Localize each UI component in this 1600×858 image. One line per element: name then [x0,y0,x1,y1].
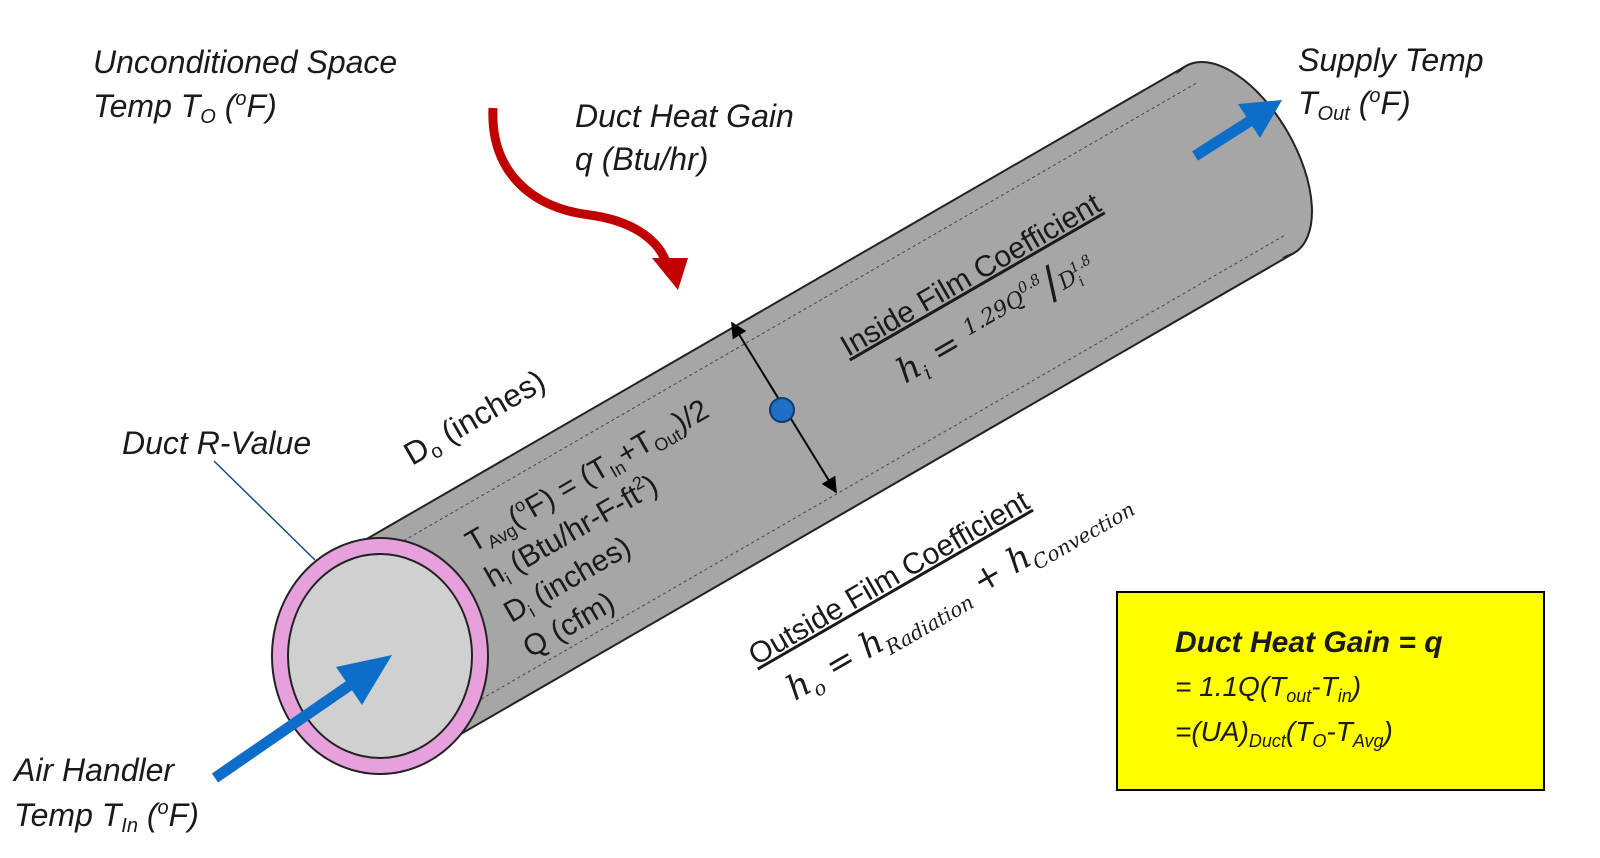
inlet-air-arrow [211,655,392,783]
heat-gain-label: Duct Heat Gain [575,98,794,134]
unconditioned-temp-label: Temp TO (oF) [93,88,277,128]
formula-box: Duct Heat Gain = q = 1.1Q(Tout-Tin) =(UA… [1116,591,1545,791]
air-handler-label: Air Handler [12,752,175,788]
supply-temp-symbol-label: TOut (oF) [1298,85,1411,125]
rvalue-leader-line [213,460,316,561]
formula-box-background [1116,591,1545,791]
unconditioned-space-label: Unconditioned Space [93,44,397,80]
formula-line-3: =(UA)Duct(TO-TAvg) [1175,716,1393,751]
air-handler-temp-label: Temp TIn (oF) [14,797,199,837]
supply-air-arrow [1192,100,1282,161]
rvalue-label: Duct R-Value [122,425,311,461]
heat-gain-arrow [488,107,688,290]
formula-line-2: = 1.1Q(Tout-Tin) [1175,671,1361,706]
supply-temp-label: Supply Temp [1298,42,1484,78]
center-node [769,397,795,423]
formula-title: Duct Heat Gain = q [1175,626,1443,659]
heat-gain-units-label: q (Btu/hr) [575,141,708,177]
duct-inner-opening [287,553,473,759]
